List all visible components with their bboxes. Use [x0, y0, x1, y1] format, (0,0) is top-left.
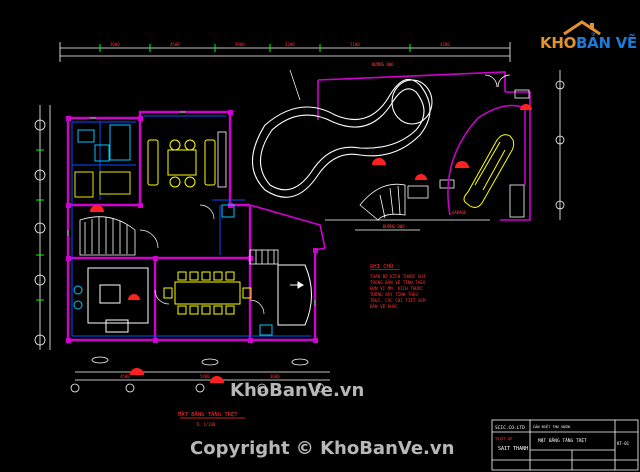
- dimension-text: 3600 4500 3900 3300 5100 4200 4500 5400 3600: [110, 42, 450, 379]
- kitchen-area: [87, 267, 149, 333]
- notes-line: TƯỜNG XÂY TÍNH THEO: [370, 292, 418, 297]
- title-block: [491, 419, 639, 471]
- study-room: [77, 124, 131, 162]
- staircase-left: [79, 216, 136, 256]
- svg-text:5400: 5400: [200, 374, 210, 379]
- drawing-scale: TL 1/100: [196, 422, 216, 427]
- garden-blocks: [407, 179, 525, 218]
- garage-doors: [484, 74, 530, 99]
- title-block-drawing: MẶT BẰNG TẦNG TRỆT: [538, 436, 587, 444]
- title-block-company: SCIC.CO.LTD: [495, 425, 525, 431]
- svg-text:4200: 4200: [440, 42, 450, 47]
- doors: [139, 204, 265, 315]
- title-block-designer-label: THIẾT KẾ: [495, 436, 514, 441]
- svg-text:4500: 4500: [120, 374, 130, 379]
- notes-heading: GHI CHÚ :: [370, 263, 400, 270]
- svg-text:3600: 3600: [270, 374, 280, 379]
- logo-text-kho: KHO: [540, 34, 577, 52]
- site-boundary: [249, 71, 531, 251]
- site-edge-lines: [289, 69, 490, 231]
- house-walls: [66, 110, 317, 342]
- swimming-pool: [252, 78, 433, 198]
- garage: [447, 104, 526, 216]
- watermark-center: KhoBanVe.vn: [230, 380, 364, 401]
- logo-text: KHOBẢN VẼ: [540, 34, 637, 52]
- sofa-set: [147, 139, 216, 188]
- tv-cabinet: [217, 131, 227, 188]
- path-label-top: ĐƯỜNG DẠO: [372, 62, 394, 67]
- section-markers: [90, 104, 532, 383]
- bay-room: [277, 264, 312, 326]
- dimension-lines: [39, 42, 561, 381]
- dimension-ticks: [36, 44, 411, 301]
- garage-label: GARAGE: [452, 210, 467, 215]
- path-label-bottom: ĐƯỜNG DẠO: [383, 224, 405, 229]
- dining-table: [163, 271, 252, 315]
- watermark-bottom: Copyright © KhoBanVe.vn: [190, 438, 454, 459]
- notes-line: BẢN VẼ KHÁC: [370, 304, 398, 309]
- green-marks: [67, 111, 316, 306]
- car: [463, 134, 515, 208]
- notes-line: TRONG BẢN VẼ TÍNH THEO: [370, 280, 426, 285]
- stair-small: [249, 249, 279, 265]
- svg-text:5100: 5100: [350, 42, 360, 47]
- cyan-fixtures: [73, 204, 273, 336]
- house-roof-icon: [563, 20, 601, 36]
- grid-axis-bubbles: [34, 80, 565, 393]
- room-bottom-left: [74, 171, 131, 198]
- spiral-stair: [359, 183, 406, 221]
- notes-line: ĐƠN VỊ MM. KÍCH THƯỚC: [370, 286, 423, 291]
- logo-text-banve: BẢN VẼ: [576, 34, 637, 52]
- notes-line: TOÀN BỘ KÍCH THƯỚC GHI: [370, 274, 426, 279]
- title-block-designer: SAIT THANH: [498, 446, 528, 452]
- title-block-sheet: KT-01: [617, 441, 630, 446]
- svg-text:3900: 3900: [235, 42, 245, 47]
- watermark-bottom-text: Copyright © KhoBanVe.vn: [190, 438, 455, 459]
- svg-text:3600: 3600: [110, 42, 120, 47]
- brand-logo[interactable]: KHOBẢN VẼ: [540, 20, 637, 56]
- watermark-center-text: KhoBanVe.vn: [230, 380, 365, 401]
- notes-line: TRỤC. CÁC CHI TIẾT XEM: [370, 298, 426, 303]
- svg-text:4500: 4500: [170, 42, 180, 47]
- svg-text:3300: 3300: [285, 42, 295, 47]
- drawing-title: MẶT BẰNG TẦNG TRỆT: [178, 410, 238, 418]
- title-block-project: CĂN BIỆT THỰ VƯỜN: [533, 424, 570, 429]
- elevation-markers: [91, 356, 309, 366]
